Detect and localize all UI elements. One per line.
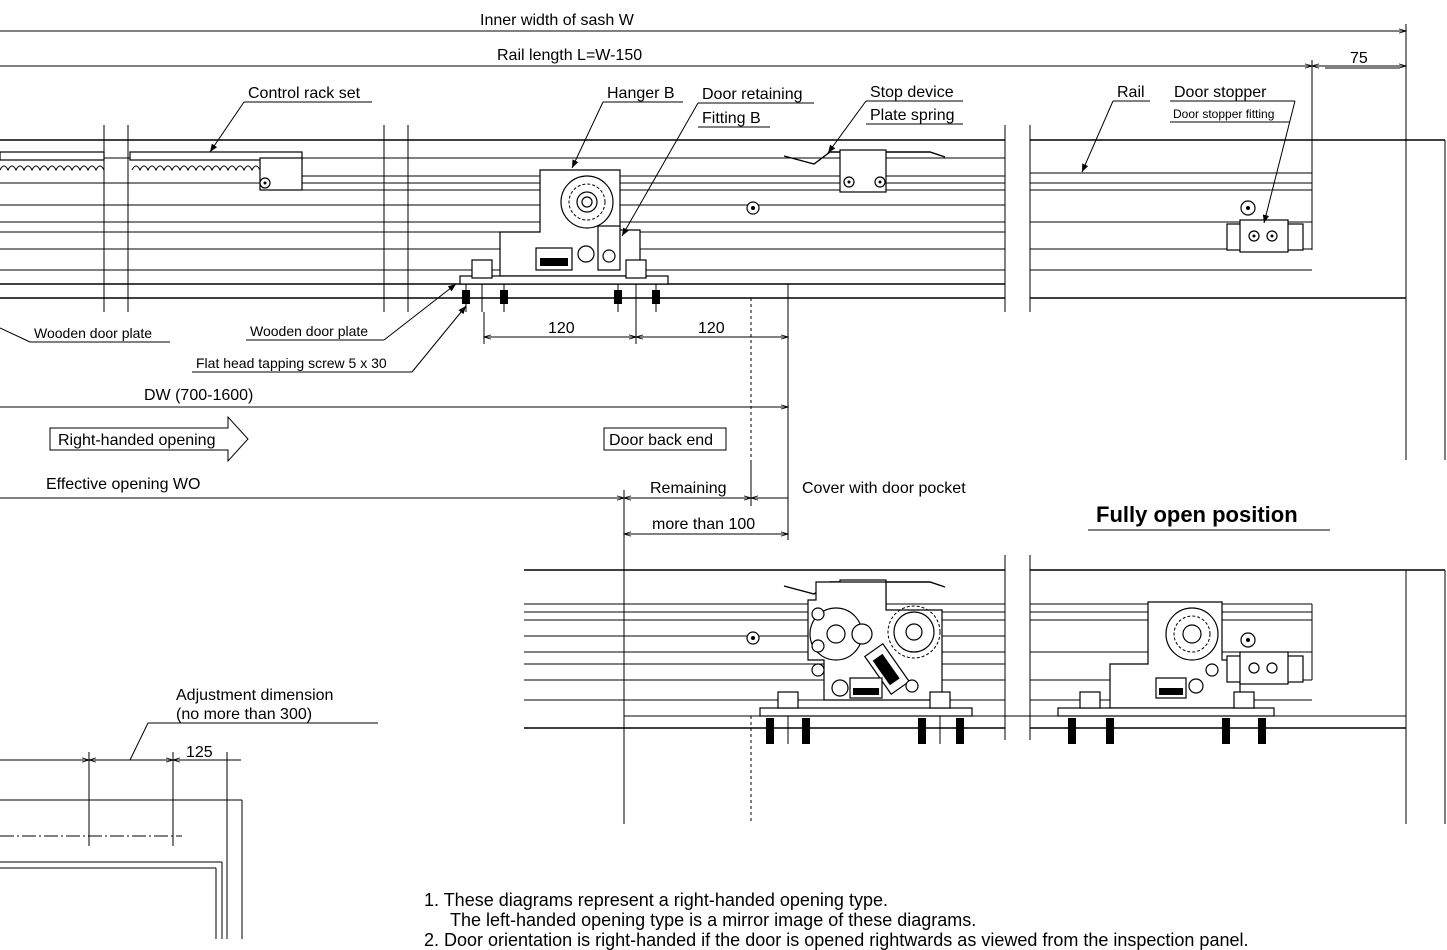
stop-device-callout: Stop device Plate spring (827, 84, 963, 154)
remaining-label: Remaining (650, 480, 726, 497)
control-rack-set-label: Control rack set (248, 85, 361, 102)
flat-head-screw-label: Flat head tapping screw 5 x 30 (196, 355, 387, 371)
stop-device (746, 149, 946, 215)
hanger-b-top (459, 169, 669, 312)
more-than-100-label: more than 100 (652, 516, 755, 533)
adjustment-line2-label: (no more than 300) (176, 706, 312, 723)
note-2: 2. Door orientation is right-handed if t… (424, 930, 1249, 950)
rail-label: Rail (1117, 84, 1145, 101)
fully-open-heading: Fully open position (1088, 502, 1330, 531)
fully-open-hanger-left (746, 579, 973, 744)
fitting-b-label: Fitting B (702, 110, 761, 127)
dim-120-b-label: 120 (698, 320, 725, 337)
rail-length-label: Rail length L=W-150 (497, 47, 642, 64)
effective-opening-label: Effective opening WO (46, 476, 200, 493)
rail-length-dimension: Rail length L=W-150 75 (0, 47, 1406, 250)
adjustment-line1-label: Adjustment dimension (176, 687, 333, 704)
spacing-120-dimensions: 120 120 (484, 312, 788, 344)
wooden-door-plate-right-label: Wooden door plate (250, 323, 368, 339)
wooden-door-plate-left-label: Wooden door plate (34, 325, 152, 341)
cover-with-door-pocket-label: Cover with door pocket (802, 480, 966, 497)
fully-open-rail (524, 555, 1446, 824)
door-back-end-label: Door back end (609, 432, 713, 449)
stop-device-label: Stop device (870, 84, 954, 101)
note-1: 1. These diagrams represent a right-hand… (424, 890, 888, 910)
rail-callout: Rail Door stopper Door stopper fitting (1081, 84, 1296, 224)
right-handed-opening-arrow: Right-handed opening (49, 415, 249, 463)
door-retaining-label: Door retaining (702, 86, 803, 103)
control-rack-callout: Control rack set (209, 85, 372, 153)
right-handed-opening-label: Right-handed opening (58, 432, 215, 449)
adjustment-dimension: Adjustment dimension (no more than 300) … (0, 687, 378, 939)
inner-width-dimension: Inner width of sash W (0, 12, 1406, 460)
door-width-label: DW (700-1600) (144, 387, 253, 404)
dim-120-a-label: 120 (548, 320, 575, 337)
door-width-dimension: DW (700-1600) (0, 387, 788, 407)
control-rack (0, 151, 303, 191)
inner-width-label: Inner width of sash W (480, 12, 635, 29)
door-stopper-label: Door stopper (1174, 84, 1267, 101)
door-stopper (1226, 200, 1304, 253)
wooden-door-plate-callouts: Wooden door plate Wooden door plate Flat… (0, 283, 467, 373)
screw-group-left (462, 259, 508, 312)
door-stopper-fitting-label: Door stopper fitting (1173, 107, 1274, 121)
screw-group-right (614, 259, 660, 312)
dim-125-label: 125 (186, 744, 213, 761)
offset-75-label: 75 (1350, 50, 1368, 67)
top-rail (0, 139, 1446, 460)
effective-opening-dimension: Effective opening WO Remaining Cover wit… (0, 460, 966, 824)
plate-spring-label: Plate spring (870, 107, 955, 124)
door-back-end-box: Door back end (603, 427, 727, 451)
hanger-b-label: Hanger B (607, 85, 675, 102)
door-edge-top (0, 283, 789, 540)
fully-open-hanger-right (1057, 601, 1304, 744)
notes: 1. These diagrams represent a right-hand… (424, 890, 1424, 950)
hanger-b-callout: Hanger B Door retaining Fitting B (571, 85, 814, 237)
note-1-continued: The left-handed opening type is a mirror… (450, 910, 977, 930)
fully-open-position-title: Fully open position (1096, 502, 1298, 527)
lower-left-frame (0, 799, 243, 939)
